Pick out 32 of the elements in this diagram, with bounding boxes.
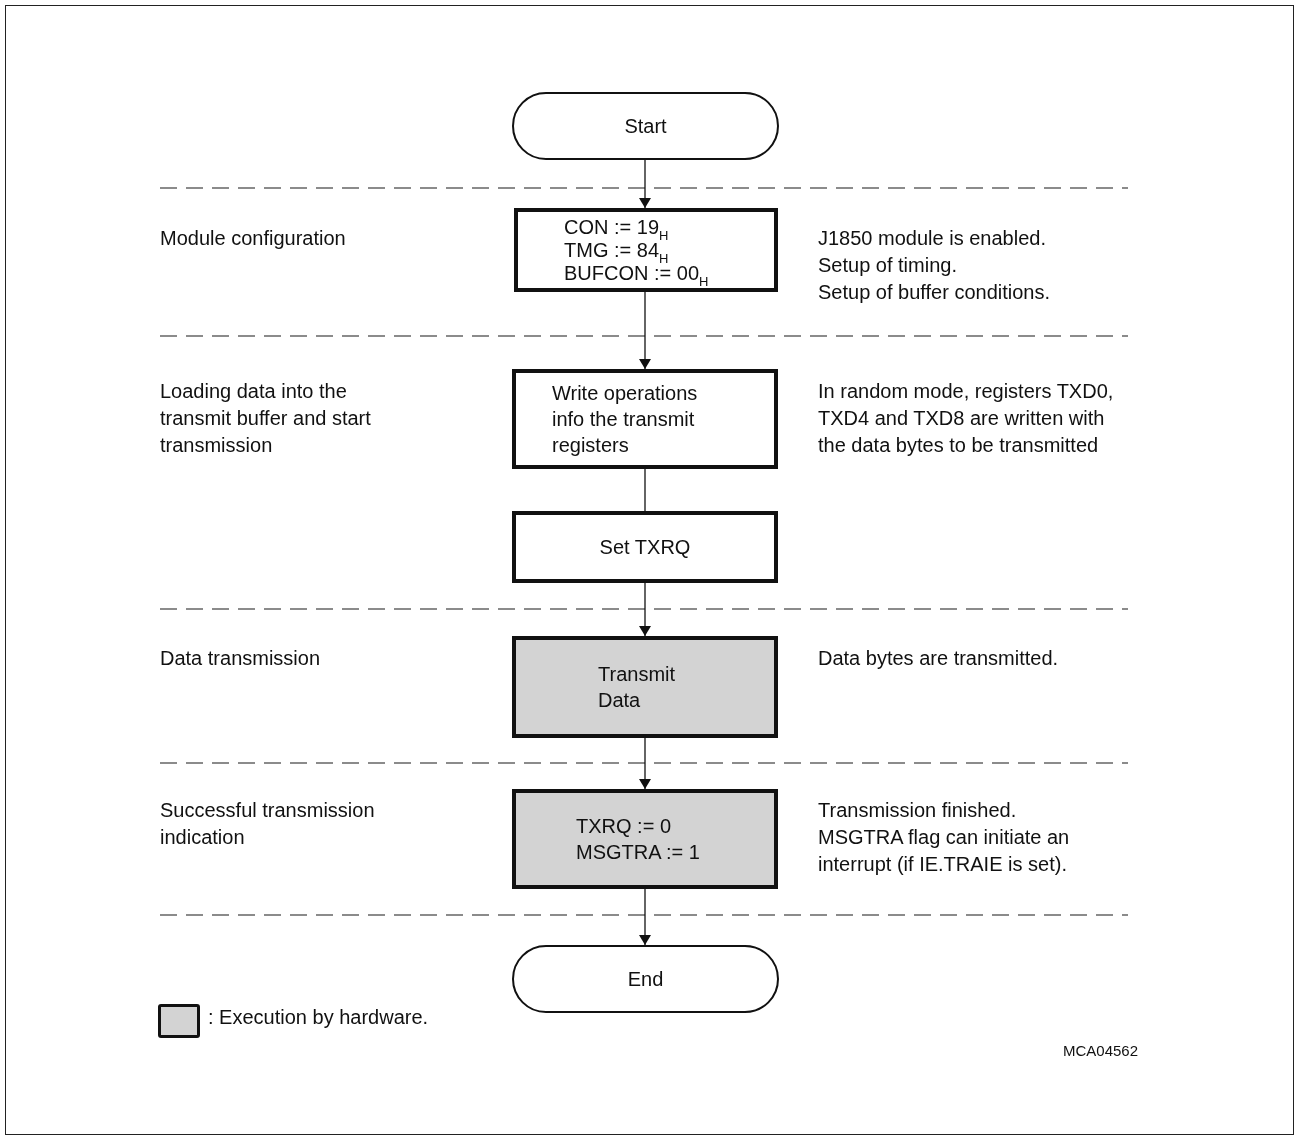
arrow: [639, 888, 651, 946]
legend-text: : Execution by hardware.: [208, 1005, 429, 1030]
phase-label: Loading data into the transmit buffer and start transmission: [160, 379, 372, 458]
figure-id: MCA04562: [1063, 1041, 1140, 1061]
node-text: Write operations info the transmit registers: [552, 381, 699, 458]
description-text: Data bytes are transmitted.: [818, 646, 1060, 671]
connector-line: [644, 468, 646, 512]
process-box: [512, 789, 778, 889]
process-box: [514, 208, 778, 292]
phase-label: Data transmission: [160, 646, 322, 671]
arrow: [639, 159, 651, 209]
node-text: CON := 19$_{H}$: [564, 215, 669, 239]
node-text: MSGTRA := 1: [576, 840, 700, 865]
description-text: Setup of buffer conditions.: [818, 280, 1051, 305]
process-box: [512, 636, 778, 738]
description-text: J1850 module is enabled.: [818, 226, 1047, 251]
node-text: Start: [624, 114, 667, 139]
description-text: Transmission finished.: [818, 798, 1018, 823]
phase-label: Successful transmission indication: [160, 798, 376, 850]
process-box: [512, 511, 778, 583]
node-text: TXRQ := 0: [576, 814, 672, 839]
node-text: Set TXRQ: [599, 535, 691, 560]
arrow: [639, 737, 651, 790]
node-text: End: [627, 967, 664, 992]
description-text: MSGTRA flag can initiate an interrupt (if IE.TRAIE is set).: [818, 825, 1071, 877]
phase-label: Module configuration: [160, 226, 347, 251]
description-text: Setup of timing.: [818, 253, 958, 278]
arrow: [639, 291, 651, 370]
description-text: In random mode, registers TXD0, TXD4 and TXD8 are written with the data bytes to be transmitted: [818, 379, 1115, 458]
process-box: [512, 369, 778, 469]
arrow: [639, 582, 651, 637]
node-text: Transmit Data: [598, 662, 677, 713]
